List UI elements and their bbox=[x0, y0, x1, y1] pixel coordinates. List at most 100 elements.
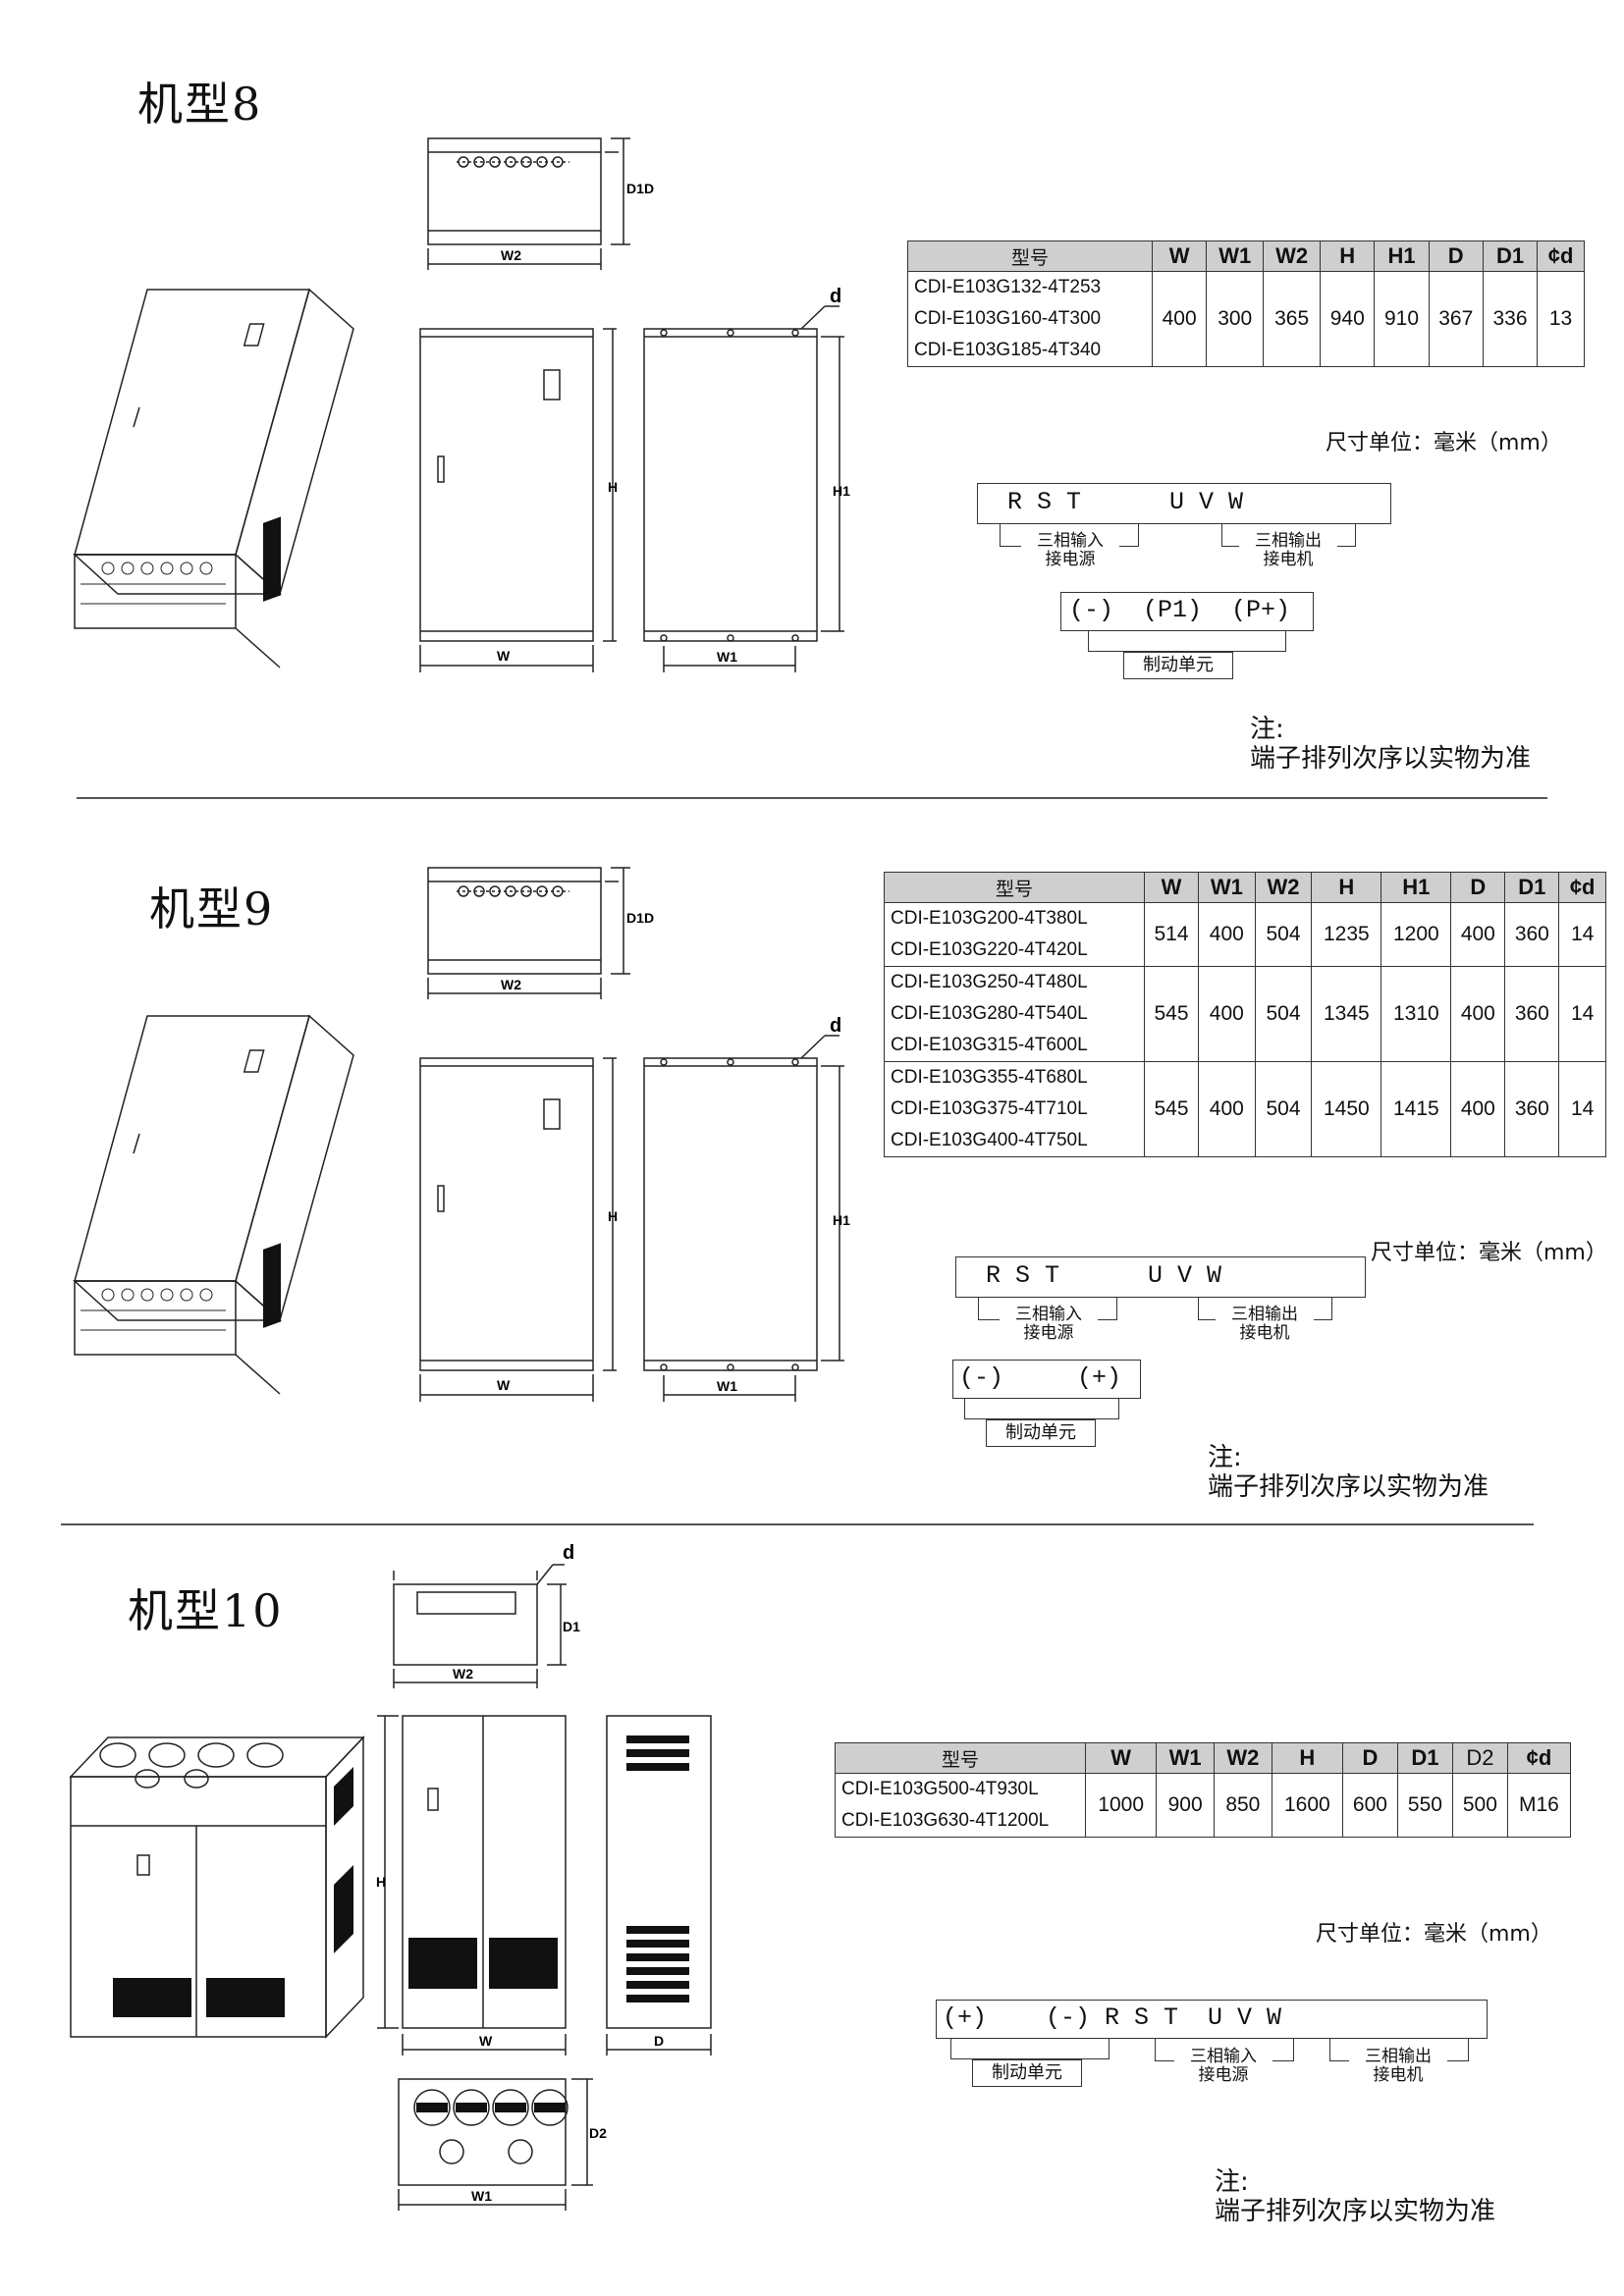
input-label-line2: 接电源 bbox=[1023, 1323, 1074, 1343]
output-label-line2: 接电机 bbox=[1263, 550, 1314, 569]
value-cell: 1415 bbox=[1380, 1061, 1452, 1157]
dim-label-d1: D1 bbox=[626, 181, 644, 196]
terminal-labels: (+) (-) R S T U V W bbox=[943, 2003, 1282, 2032]
model-cell: CDI-E103G500-4T930L bbox=[835, 1773, 1086, 1805]
header-cell: W2 bbox=[1263, 240, 1322, 272]
model-cell: CDI-E103G185-4T340 bbox=[907, 335, 1153, 367]
section-divider bbox=[61, 1523, 1534, 1525]
table-row: CDI-E103G250-4T480L 545 400 504 1345 131… bbox=[884, 966, 1606, 1062]
value-cell: 504 bbox=[1254, 902, 1313, 967]
side-view-drawing: d H1 W1 bbox=[643, 1015, 850, 1402]
table-row: CDI-E103G185-4T340 bbox=[907, 335, 1585, 367]
header-cell: D bbox=[1428, 240, 1484, 272]
spec-table-8: 型号 W W1 W2 H H1 D D1 ¢d CDI-E103G132-4T2… bbox=[907, 240, 1585, 367]
model-cell: CDI-E103G132-4T253 bbox=[907, 271, 1153, 303]
brake-terminal-block: (-) (+) bbox=[952, 1360, 1141, 1399]
side-view-drawing: d H1 W1 bbox=[643, 286, 850, 672]
value-cell: 504 bbox=[1254, 966, 1313, 1062]
front-view-drawing: H W bbox=[419, 1057, 618, 1402]
value-cell: 500 bbox=[1451, 1773, 1508, 1838]
header-cell: H1 bbox=[1380, 872, 1452, 903]
terminal-block: R S T U V W bbox=[977, 483, 1391, 524]
value-cell: 365 bbox=[1263, 271, 1322, 367]
header-cell: ¢d bbox=[1506, 1742, 1572, 1774]
unit-label: 尺寸单位：毫米（mm） bbox=[1371, 1241, 1607, 1265]
dim-label-w2: W2 bbox=[501, 247, 521, 263]
value-cell: 1000 bbox=[1084, 1773, 1158, 1838]
value-cell: 300 bbox=[1206, 271, 1265, 367]
value-cell: 13 bbox=[1537, 271, 1585, 367]
value-cell: 400 bbox=[1197, 902, 1256, 967]
brake-bracket bbox=[1088, 631, 1286, 652]
table-row: CDI-E103G132-4T253 400 300 365 940 910 3… bbox=[907, 271, 1585, 367]
front-view-drawing: H W bbox=[419, 328, 618, 672]
model-cell: CDI-E103G375-4T710L bbox=[884, 1094, 1145, 1125]
header-cell: ¢d bbox=[1537, 240, 1585, 272]
header-cell: H1 bbox=[1374, 240, 1430, 272]
value-cell: 400 bbox=[1450, 902, 1506, 967]
table-row: CDI-E103G220-4T420L bbox=[884, 934, 1606, 967]
header-cell: D bbox=[1341, 1742, 1398, 1774]
header-cell: W1 bbox=[1156, 1742, 1215, 1774]
output-label: 三相输出 接电机 bbox=[1239, 532, 1337, 569]
input-label-line1: 三相输入 bbox=[1015, 1305, 1082, 1324]
header-cell: H bbox=[1320, 240, 1376, 272]
input-label-line1: 三相输入 bbox=[1190, 2047, 1257, 2066]
model-cell: CDI-E103G220-4T420L bbox=[884, 934, 1145, 967]
section-title-9: 机型9 bbox=[149, 882, 275, 935]
table-header-row: 型号 W W1 W2 H H1 D D1 ¢d bbox=[884, 872, 1606, 903]
brake-terminal-labels: (-) (+) bbox=[959, 1363, 1122, 1392]
isometric-cabinet-illustration bbox=[73, 1014, 354, 1395]
spec-table-9: 型号 W W1 W2 H H1 D D1 ¢d CDI-E103G200-4T3… bbox=[884, 872, 1606, 1157]
dim-label-h: H bbox=[608, 479, 618, 495]
dim-label-d: D bbox=[644, 181, 654, 196]
dim-label-w: W bbox=[479, 2033, 493, 2049]
value-cell: 14 bbox=[1558, 902, 1606, 967]
header-cell: D2 bbox=[1451, 1742, 1508, 1774]
terminal-labels: R S T U V W bbox=[986, 1261, 1222, 1290]
brake-bracket bbox=[964, 1399, 1119, 1419]
note-block: 注: 端子排列次序以实物为准 bbox=[1250, 715, 1531, 774]
value-cell: 1235 bbox=[1311, 902, 1382, 967]
note-text: 端子排列次序以实物为准 bbox=[1208, 1472, 1489, 1502]
dim-label-d2: D2 bbox=[589, 2125, 607, 2141]
value-cell: M16 bbox=[1506, 1773, 1572, 1838]
dim-label-d-small: d bbox=[830, 286, 841, 307]
unit-label: 尺寸单位：毫米（mm） bbox=[1326, 431, 1562, 455]
dim-label-h: H bbox=[376, 1874, 386, 1890]
value-cell: 14 bbox=[1558, 1061, 1606, 1157]
note-title: 注: bbox=[1215, 2167, 1249, 2197]
dim-label-d: D bbox=[654, 2033, 664, 2049]
front-view-drawing: H W bbox=[376, 1715, 567, 2056]
table-row: CDI-E103G280-4T540L bbox=[884, 998, 1606, 1030]
output-label-line1: 三相输出 bbox=[1255, 531, 1322, 551]
value-cell: 360 bbox=[1504, 966, 1560, 1062]
value-cell: 910 bbox=[1374, 271, 1430, 367]
dim-label-w1: W1 bbox=[471, 2188, 492, 2204]
header-cell: H bbox=[1311, 872, 1382, 903]
value-cell: 514 bbox=[1144, 902, 1199, 967]
value-cell: 400 bbox=[1450, 966, 1506, 1062]
table-row: CDI-E103G630-4T1200L bbox=[835, 1805, 1571, 1838]
side-view-drawing: D bbox=[606, 1715, 712, 2056]
model-cell: CDI-E103G400-4T750L bbox=[884, 1125, 1145, 1157]
brake-bracket bbox=[950, 2039, 1110, 2059]
header-cell: D1 bbox=[1482, 240, 1539, 272]
table-row: CDI-E103G160-4T300 bbox=[907, 303, 1585, 335]
model-cell: CDI-E103G250-4T480L bbox=[884, 966, 1145, 998]
note-title: 注: bbox=[1250, 715, 1284, 744]
brake-unit-label: 制动单元 bbox=[986, 1419, 1096, 1447]
dim-label-d: D bbox=[644, 910, 654, 926]
value-cell: 1450 bbox=[1311, 1061, 1382, 1157]
value-cell: 545 bbox=[1144, 1061, 1199, 1157]
header-cell: 型号 bbox=[835, 1742, 1086, 1774]
note-block: 注: 端子排列次序以实物为准 bbox=[1208, 1443, 1489, 1502]
model-cell: CDI-E103G315-4T600L bbox=[884, 1030, 1145, 1062]
model-cell: CDI-E103G280-4T540L bbox=[884, 998, 1145, 1030]
bottom-view-drawing: D2 W1 bbox=[398, 2078, 607, 2211]
output-label-line2: 接电机 bbox=[1239, 1323, 1290, 1343]
value-cell: 545 bbox=[1144, 966, 1199, 1062]
input-label-line2: 接电源 bbox=[1045, 550, 1096, 569]
top-view-drawing: D1 D W2 bbox=[427, 137, 654, 270]
output-label: 三相输出 接电机 bbox=[1349, 2048, 1447, 2085]
